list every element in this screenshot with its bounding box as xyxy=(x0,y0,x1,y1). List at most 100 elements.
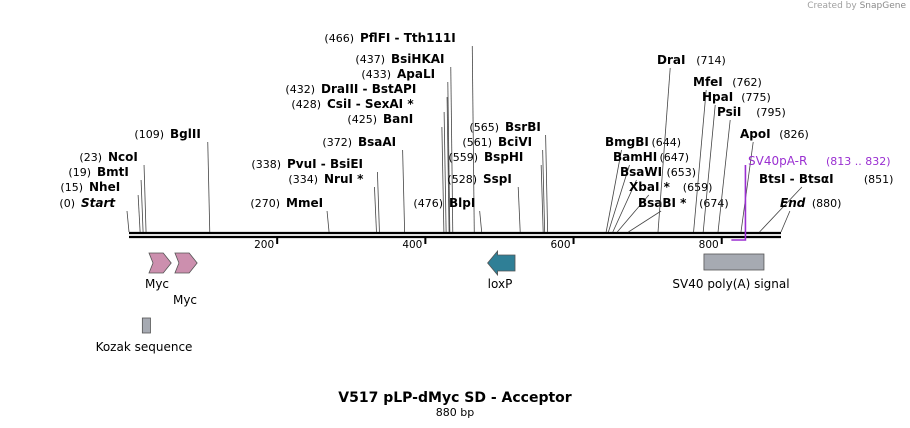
site-name: BsiHKAI xyxy=(391,52,445,66)
primer-arrow xyxy=(731,165,747,241)
site-name: BsrBI xyxy=(505,120,541,134)
site-blpi: BlpI (476) xyxy=(413,196,483,233)
site-position: (19) xyxy=(68,166,91,179)
site-nhei: NheI(15) xyxy=(60,180,141,233)
site-position: (559) xyxy=(448,151,478,164)
site-name: Start xyxy=(81,196,116,210)
site-position: (23) xyxy=(79,151,102,164)
site-position: (714) xyxy=(696,54,726,67)
tick-label: 400 xyxy=(402,239,422,251)
site-position: (647) xyxy=(660,151,690,164)
site-connector xyxy=(780,210,791,233)
site-connector xyxy=(447,81,451,233)
site-position: (795) xyxy=(756,106,786,119)
site-connector xyxy=(612,179,637,233)
site-name: NcoI xyxy=(108,150,138,164)
site-position: (338) xyxy=(251,158,281,171)
site-name: DraI xyxy=(657,53,685,67)
restriction-sites: Start (0)NheI(15)BmtI (19) NcoI (23) BglII(10… xyxy=(59,31,894,233)
site-bsaai: BsaAI(372) xyxy=(322,135,406,233)
site-name: XbaI * xyxy=(629,180,671,194)
site-connector xyxy=(143,164,147,233)
site-ncoi: NcoI (23) xyxy=(79,150,147,233)
site-connector xyxy=(540,164,544,233)
site-position: (674) xyxy=(699,197,729,210)
feature-myc: Myc xyxy=(173,252,198,307)
site-bmti: BmtI (19) xyxy=(68,165,144,233)
site-position: (851) xyxy=(864,173,894,186)
feature-myc: Myc xyxy=(145,252,172,291)
site-name: HpaI xyxy=(702,90,733,104)
site-name: BanI xyxy=(383,112,413,126)
site-connector xyxy=(616,194,650,233)
site-position: (0) xyxy=(59,197,75,210)
feature-arrow-left xyxy=(487,249,516,277)
site-apoi: ApoI(826) xyxy=(740,127,809,233)
site-connector xyxy=(479,210,483,233)
site-bsihkai: BsiHKAI(437) xyxy=(355,52,454,233)
site-name: BlpI xyxy=(449,196,475,210)
map-length: 880 bp xyxy=(436,406,474,419)
site-position: (762) xyxy=(732,76,762,89)
site-csii-sexai: CsiI - SexAI *(428) xyxy=(291,97,447,233)
map-title: V517 pLP-dMyc SD - Acceptor xyxy=(338,390,571,406)
site-name: BglII xyxy=(170,127,201,141)
feature-arrow-right xyxy=(174,252,198,274)
site-position: (644) xyxy=(652,136,682,149)
site-name: BmgBI xyxy=(605,135,649,149)
site-name: SspI xyxy=(483,172,512,186)
site-connector xyxy=(471,45,475,233)
site-pflfi-tth111i: PflFI - Tth111I(466) xyxy=(324,31,475,233)
credit-text: Created by SnapGene xyxy=(807,1,906,11)
credit-prefix: Created by xyxy=(807,1,857,11)
snapgene-logo-text: SnapGene xyxy=(859,1,906,11)
primer-annotation: SV40pA-R(813 .. 832) xyxy=(731,154,891,241)
site-name: BspHI xyxy=(484,150,523,164)
site-name: MfeI xyxy=(693,75,723,89)
site-btsi-bts-i: BtsI - BtsαI(851) xyxy=(759,172,894,233)
site-name: BciVI xyxy=(498,135,532,149)
feature-sv40-poly-a-signal: SV40 poly(A) signal xyxy=(672,253,790,291)
site-mfei: MfeI (762) xyxy=(693,75,762,233)
site-pvui-bsiei: PvuI - BsiEI (338) xyxy=(251,157,380,233)
site-name: BsaBI * xyxy=(638,196,687,210)
site-connector xyxy=(443,111,447,233)
site-name: PflFI - Tth111I xyxy=(360,31,456,45)
dna-backbone xyxy=(129,231,781,239)
site-name: NheI xyxy=(89,180,120,194)
site-bsawi: BsaWI(653) xyxy=(612,165,696,233)
site-bsabi: BsaBI * (674) xyxy=(628,196,729,233)
site-bglii: BglII(109) xyxy=(134,127,211,233)
site-connector xyxy=(326,210,330,233)
feature-label: Myc xyxy=(173,293,197,307)
site-name: PvuI - BsiEI xyxy=(287,157,363,171)
site-position: (433) xyxy=(361,68,391,81)
tick-label: 800 xyxy=(699,239,719,251)
site-apali: ApaLI (433) xyxy=(361,67,451,233)
site-position: (428) xyxy=(291,98,321,111)
site-name: BamHI xyxy=(613,150,657,164)
site-mmei: MmeI(270) xyxy=(250,196,330,233)
site-position: (880) xyxy=(812,197,842,210)
feature-kozak-sequence: Kozak sequence xyxy=(96,317,192,354)
feature-arrow-right xyxy=(148,252,172,274)
site-bsphi: BspHI (559) xyxy=(448,150,544,233)
site-connector xyxy=(402,149,406,233)
site-connector xyxy=(693,89,707,233)
site-connector xyxy=(657,67,671,233)
site-connector xyxy=(628,210,662,233)
site-connector xyxy=(740,141,754,233)
tick-label: 200 xyxy=(254,239,274,251)
site-nrui: NruI *(334) xyxy=(288,172,377,233)
site-draiii-bstapi: DraIII - BstAPI(432) xyxy=(285,82,450,233)
site-name: BmtI xyxy=(97,165,129,179)
site-position: (425) xyxy=(347,113,377,126)
site-name: ApaLI xyxy=(397,67,435,81)
site-position: (476) xyxy=(413,197,443,210)
feature-label: Myc xyxy=(145,277,169,291)
site-position: (432) xyxy=(285,83,315,96)
site-xbai: XbaI *(659) xyxy=(616,180,712,233)
site-connector xyxy=(441,126,445,233)
